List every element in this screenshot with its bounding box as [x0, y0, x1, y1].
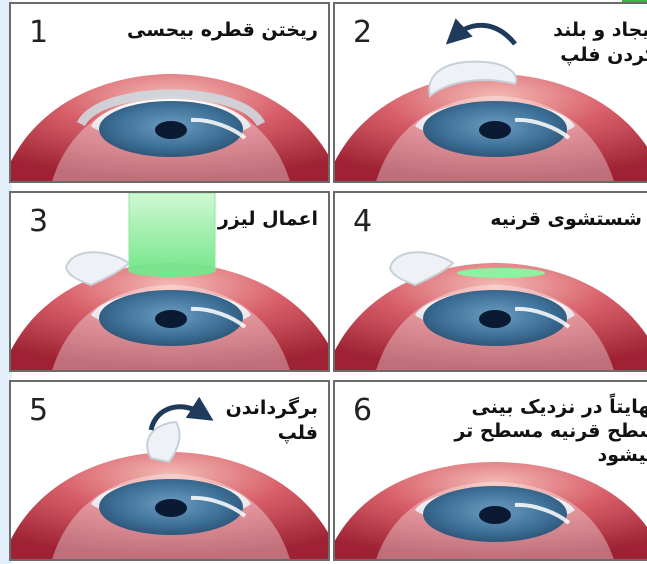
- step-label-line: ریختن قطره بیحسی: [127, 18, 318, 43]
- step-panel-3: 3 اعمال لیزر: [9, 191, 330, 372]
- step-number: 1: [29, 18, 48, 48]
- rinse-layer: [457, 268, 545, 278]
- step-number: 2: [353, 18, 372, 48]
- step-label-line: میشود: [454, 444, 647, 468]
- step-label-line: اعمال لیزر: [218, 207, 318, 232]
- step-label: نهایتاً در نزدیک بینی سطح قرنیه مسطح تر …: [454, 396, 647, 467]
- step-label-line: ایجاد و بلند: [553, 18, 647, 43]
- step-label: اعمال لیزر: [218, 207, 318, 232]
- step-panel-4: 4 شستشوی قرنیه: [333, 191, 647, 372]
- step-label-line: کردن فلپ: [553, 43, 647, 68]
- step-number: 3: [29, 207, 48, 237]
- step-label: برگرداندن فلپ: [226, 396, 318, 445]
- step-panel-6: 6 نهایتاً در نزدیک بینی سطح قرنیه مسطح ت…: [333, 380, 647, 561]
- step-number: 6: [353, 396, 372, 426]
- step-label-line: نهایتاً در نزدیک بینی: [454, 396, 647, 420]
- step-number: 5: [29, 396, 48, 426]
- step-label-line: شستشوی قرنیه: [490, 207, 642, 232]
- step-number: 4: [353, 207, 372, 237]
- laser-beam: [129, 193, 215, 271]
- step-label: شستشوی قرنیه: [490, 207, 642, 232]
- step-label: ریختن قطره بیحسی: [127, 18, 318, 43]
- step-label: ایجاد و بلند کردن فلپ: [553, 18, 647, 67]
- step-label-line: برگرداندن: [226, 396, 318, 421]
- curved-arrow-icon: [455, 25, 515, 44]
- step-label-line: سطح قرنیه مسطح تر: [454, 420, 647, 444]
- step-panel-2: 2 ایجاد و بلند کردن فلپ: [333, 2, 647, 183]
- step-panel-1: 1 ریختن قطره بیحسی: [9, 2, 330, 183]
- step-panel-5: 5 برگرداندن فلپ: [9, 380, 330, 561]
- step-label-line: فلپ: [226, 421, 318, 446]
